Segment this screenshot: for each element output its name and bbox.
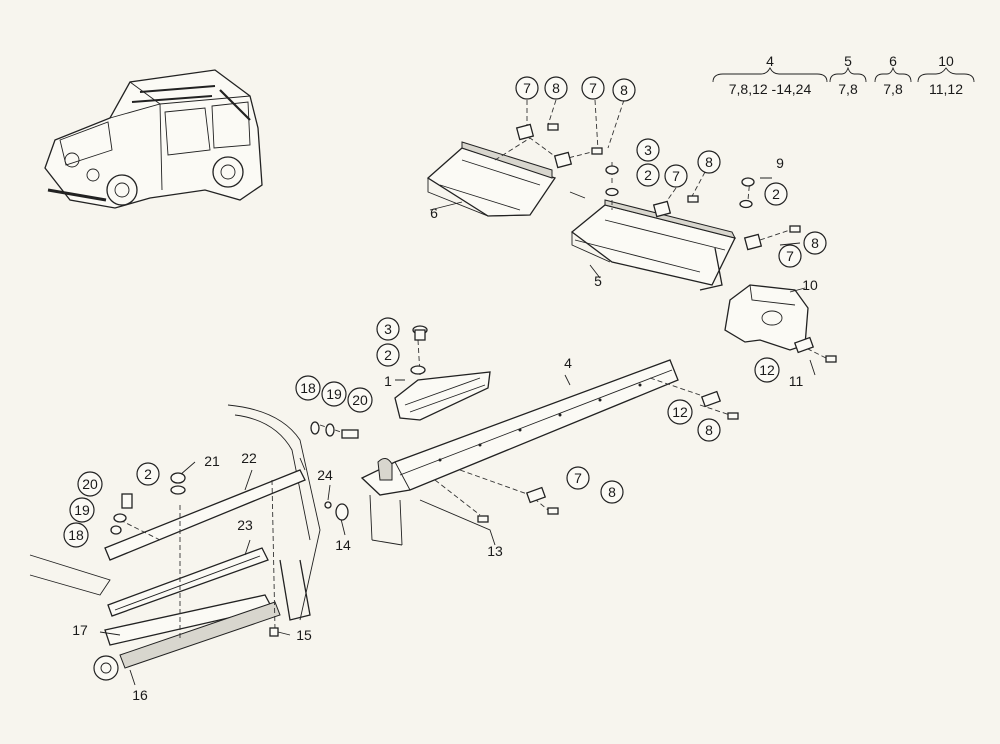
legend-assembly-6: 6 bbox=[889, 53, 897, 69]
legend-brace-6 bbox=[874, 66, 912, 83]
legend-assembly-5: 5 bbox=[844, 53, 852, 69]
callout-2: 2 bbox=[644, 167, 652, 183]
legend-brace-4 bbox=[712, 66, 828, 83]
label-9: 9 bbox=[776, 155, 784, 171]
callout-2: 2 bbox=[144, 466, 152, 482]
callout-8: 8 bbox=[620, 82, 628, 98]
legend-parts-6: 7,8 bbox=[883, 81, 903, 97]
callout-2: 2 bbox=[772, 186, 780, 202]
legend-assembly-4: 4 bbox=[766, 53, 774, 69]
callout-8: 8 bbox=[705, 422, 713, 438]
hardware bbox=[110, 123, 837, 637]
leader-lines bbox=[99, 99, 831, 686]
label-1: 1 bbox=[384, 373, 392, 389]
label-6: 6 bbox=[430, 205, 438, 221]
vehicle-thumbnail bbox=[44, 69, 263, 209]
callout-8: 8 bbox=[552, 80, 560, 96]
legend-brace-10 bbox=[917, 67, 975, 83]
callout-8: 8 bbox=[705, 154, 713, 170]
legend-assembly-10: 10 bbox=[938, 53, 954, 69]
callout-8: 8 bbox=[608, 484, 616, 500]
legend-parts-5: 7,8 bbox=[838, 81, 858, 97]
callout-7: 7 bbox=[523, 80, 531, 96]
door-frame-outline bbox=[29, 404, 321, 621]
part-1-rail bbox=[394, 371, 491, 421]
sill-holes bbox=[438, 383, 642, 462]
label-16: 16 bbox=[132, 687, 148, 703]
label-21: 21 bbox=[204, 453, 220, 469]
callout-3: 3 bbox=[644, 142, 652, 158]
label-22: 22 bbox=[241, 450, 257, 466]
label-17: 17 bbox=[72, 622, 88, 638]
plain-labels: 6 9 5 10 11 1 4 21 22 24 14 13 23 17 15 … bbox=[72, 155, 818, 703]
callout-8: 8 bbox=[811, 235, 819, 251]
label-23: 23 bbox=[237, 517, 253, 533]
callout-18: 18 bbox=[68, 527, 84, 543]
part-4-sill bbox=[360, 359, 679, 546]
callout-19: 19 bbox=[326, 386, 342, 402]
circled-callouts: 7 8 7 8 3 2 7 8 2 8 7 12 3 2 18 19 20 12… bbox=[63, 76, 827, 548]
legend-brace-5 bbox=[829, 66, 867, 83]
part-22-strip bbox=[104, 469, 306, 561]
assembly-legend: 4 7,8,12 -14,24 5 7,8 6 7,8 10 11,12 bbox=[712, 53, 975, 97]
callout-7: 7 bbox=[589, 80, 597, 96]
legend-parts-4: 7,8,12 -14,24 bbox=[729, 81, 812, 97]
part-10-bracket bbox=[724, 284, 809, 351]
callout-18: 18 bbox=[300, 380, 316, 396]
callout-12: 12 bbox=[672, 404, 688, 420]
callout-3: 3 bbox=[384, 321, 392, 337]
label-11: 11 bbox=[789, 373, 804, 389]
part-6-channel bbox=[426, 141, 557, 217]
label-10: 10 bbox=[802, 277, 818, 293]
callout-12: 12 bbox=[759, 362, 775, 378]
callout-2: 2 bbox=[384, 347, 392, 363]
callout-19: 19 bbox=[74, 502, 90, 518]
part-5-channel bbox=[570, 199, 736, 291]
legend-parts-10: 11,12 bbox=[929, 81, 963, 97]
label-5: 5 bbox=[594, 273, 602, 289]
label-14: 14 bbox=[335, 537, 351, 553]
part-16-trim bbox=[93, 601, 281, 681]
label-24: 24 bbox=[317, 467, 333, 483]
callout-7: 7 bbox=[786, 248, 794, 264]
label-15: 15 bbox=[296, 627, 312, 643]
callout-7: 7 bbox=[574, 470, 582, 486]
callout-7: 7 bbox=[672, 168, 680, 184]
callout-20: 20 bbox=[82, 476, 98, 492]
label-13: 13 bbox=[487, 543, 503, 559]
callout-20: 20 bbox=[352, 392, 368, 408]
label-4: 4 bbox=[564, 355, 572, 371]
part-23-strip bbox=[107, 547, 269, 617]
